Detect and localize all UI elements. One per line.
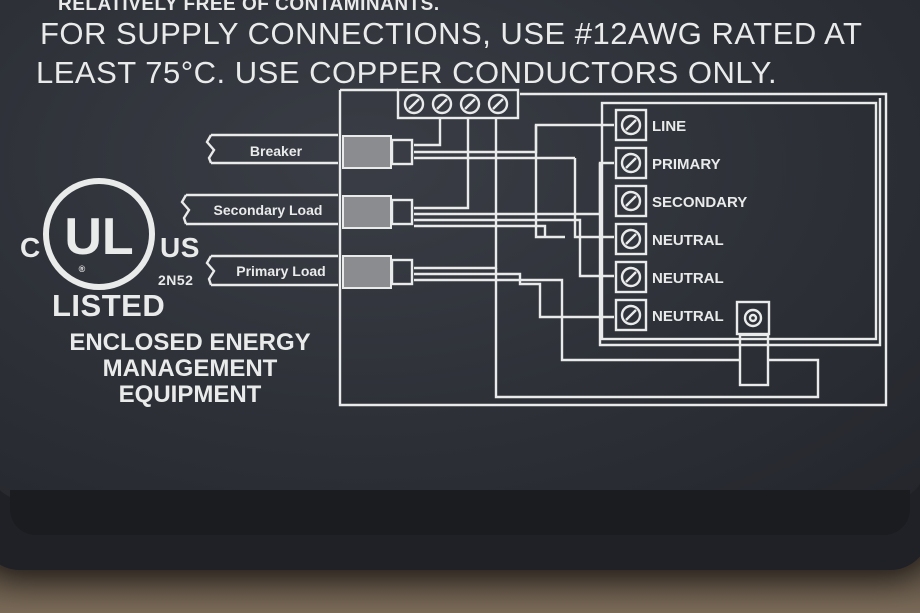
relay-coils [342, 135, 414, 289]
terminal-label-neutral-2: NEUTRAL [652, 270, 724, 287]
ul-right-us: US [160, 232, 200, 263]
caption-line-2: MANAGEMENT [102, 355, 278, 382]
label-line-1: RELATIVELY FREE OF CONTAMINANTS. [58, 0, 440, 15]
caption-line-3: EQUIPMENT [118, 381, 262, 408]
terminal-label-primary: PRIMARY [652, 156, 721, 173]
ul-listed-text: LISTED [52, 288, 166, 323]
terminal-label-neutral-1: NEUTRAL [652, 232, 724, 249]
terminal-label-line: LINE [652, 118, 686, 135]
ground-terminal [735, 300, 771, 336]
ul-left-c: C [20, 232, 41, 263]
breaker-coil [342, 135, 392, 169]
input-label-secondary-load: Secondary Load [214, 202, 323, 218]
top-screws [403, 93, 509, 115]
enclosure-label-panel [0, 0, 920, 500]
terminal-label-neutral-3: NEUTRAL [652, 308, 724, 325]
input-label-primary-load: Primary Load [236, 263, 325, 279]
ul-logo: UL ® [43, 178, 155, 290]
label-line-3: LEAST 75°C. USE COPPER CONDUCTORS ONLY. [36, 55, 778, 90]
label-line-2: FOR SUPPLY CONNECTIONS, USE #12AWG RATED… [40, 16, 863, 51]
ul-mark: UL [64, 208, 133, 266]
frame-line [338, 90, 888, 407]
primary-coil [342, 255, 392, 289]
input-label-breaker: Breaker [250, 143, 303, 159]
secondary-coil [342, 195, 392, 229]
top-terminal-block [396, 88, 520, 120]
caption-line-1: ENCLOSED ENERGY [69, 329, 311, 356]
ul-file-code: 2N52 [158, 272, 194, 288]
terminal-block-frame [600, 101, 878, 341]
terminal-label-secondary: SECONDARY [652, 194, 747, 211]
ground-terminal-body [738, 333, 770, 387]
registered-mark: ® [79, 264, 86, 274]
enclosure-lip [10, 490, 910, 535]
terminal-screws [614, 108, 648, 332]
